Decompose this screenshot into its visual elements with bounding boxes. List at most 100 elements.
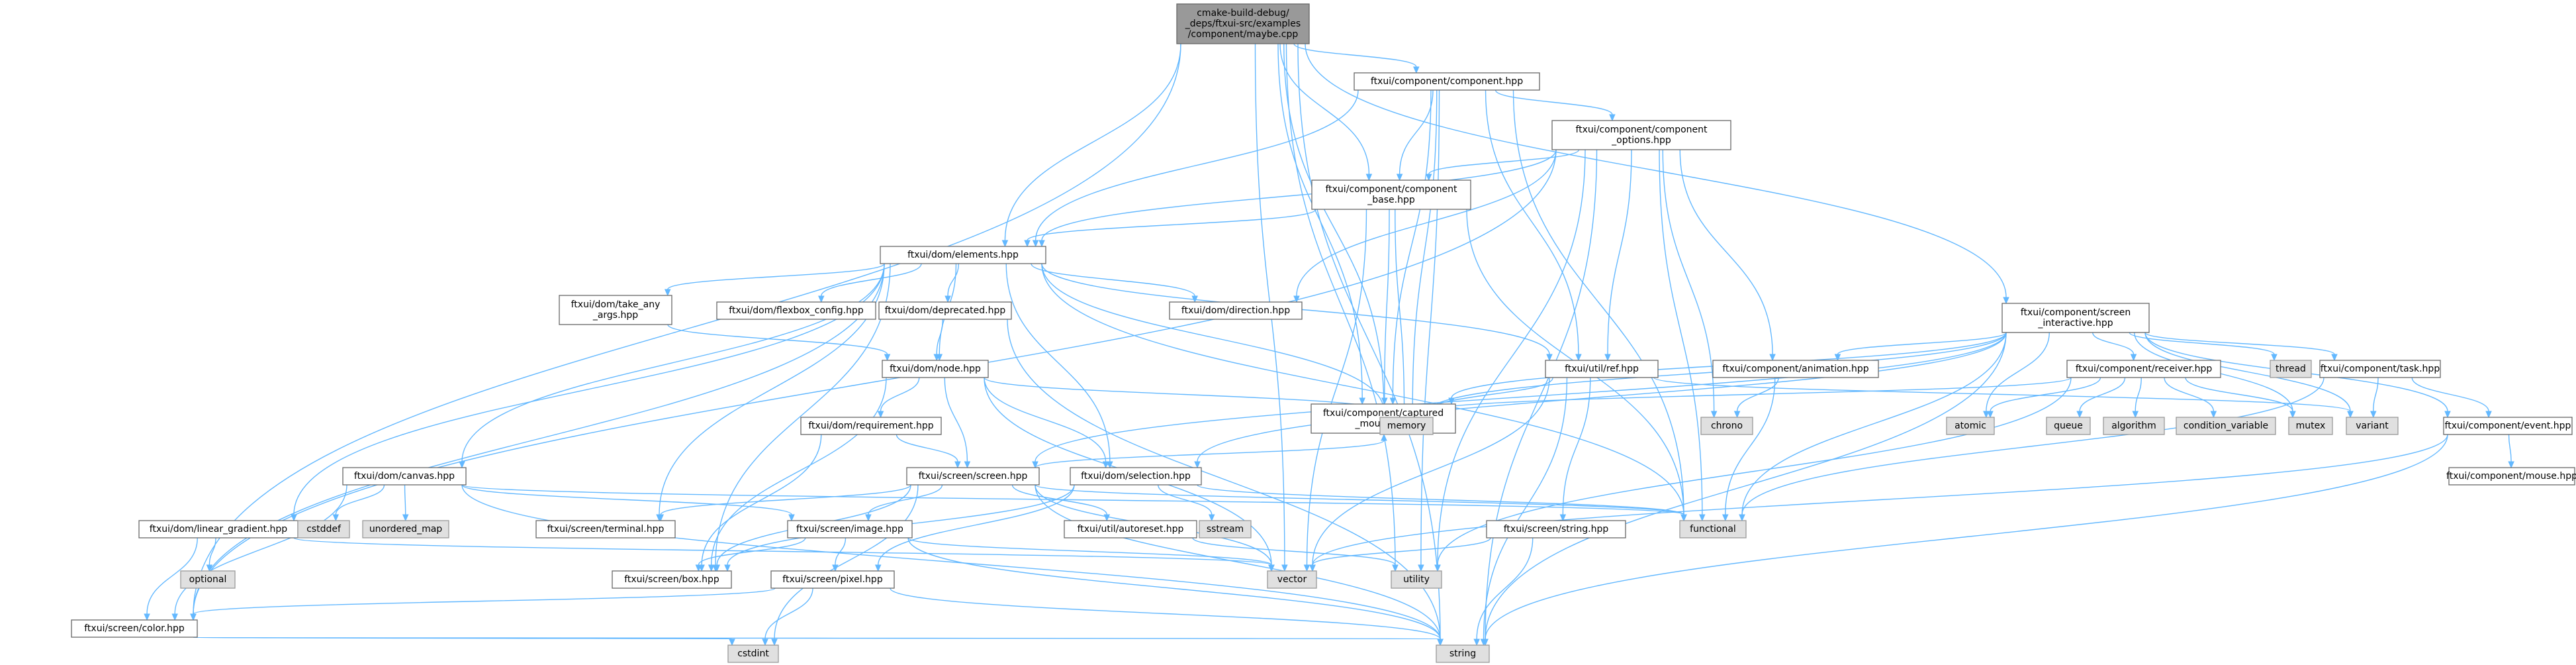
node-component[interactable]: ftxui/component/component.hpp <box>1354 72 1540 91</box>
node-screen[interactable]: ftxui/screen/screen.hpp <box>906 467 1040 486</box>
node-label: ftxui/dom/elements.hpp <box>907 250 1019 260</box>
node-memory: memory <box>1379 417 1434 435</box>
node-label: utility <box>1403 574 1430 585</box>
node-queue: queue <box>2046 417 2091 435</box>
edge-task-to-functional <box>1739 377 2324 522</box>
node-utility: utility <box>1391 570 1442 589</box>
edge-component-to-ref <box>1485 89 1582 362</box>
edge-root-to-elements <box>1001 43 1181 248</box>
edge-canvas-to-color <box>171 484 347 621</box>
node-selection[interactable]: ftxui/dom/selection.hpp <box>1070 467 1202 486</box>
edge-animation-to-chrono <box>1733 377 1779 419</box>
node-label: functional <box>1690 524 1736 535</box>
node-image[interactable]: ftxui/screen/image.hpp <box>787 520 913 538</box>
edge-screen_interactive-to-thread <box>2129 332 2277 362</box>
node-label: algorithm <box>2111 421 2156 431</box>
edge-image-to-string <box>907 537 1444 646</box>
node-ref[interactable]: ftxui/util/ref.hpp <box>1545 360 1659 378</box>
node-receiver[interactable]: ftxui/component/receiver.hpp <box>2066 360 2221 378</box>
edge-receiver-to-utility <box>1434 377 2072 572</box>
node-label: queue <box>2054 421 2083 431</box>
edge-component-to-elements <box>1032 89 1359 248</box>
node-root[interactable]: cmake-build-debug/_deps/ftxui-src/exampl… <box>1176 3 1310 44</box>
node-screen-interactive[interactable]: ftxui/component/screen_interactive.hpp <box>2001 303 2150 333</box>
edge-screen-to-memory <box>1035 433 1387 468</box>
edge-canvas-to-unordered_map <box>402 484 409 522</box>
node-canvas[interactable]: ftxui/dom/canvas.hpp <box>342 467 467 486</box>
node-component-base[interactable]: ftxui/component/component_base.hpp <box>1311 179 1471 210</box>
edge-elements-to-canvas <box>459 263 885 469</box>
node-mouse[interactable]: ftxui/component/mouse.hpp <box>2446 467 2576 486</box>
edge-component_options-to-string <box>1482 149 1598 646</box>
node-node[interactable]: ftxui/dom/node.hpp <box>882 360 989 378</box>
edge-component-to-captured_mouse <box>1389 89 1432 405</box>
node-animation[interactable]: ftxui/component/animation.hpp <box>1712 360 1879 378</box>
edge-event-to-string <box>1482 434 2448 646</box>
edge-event-to-vector <box>1309 434 2448 572</box>
node-label: cmake-build-debug/ <box>1197 8 1289 19</box>
node-task[interactable]: ftxui/component/task.hpp <box>2319 360 2441 378</box>
node-label: ftxui/component/animation.hpp <box>1722 364 1868 374</box>
node-component-options[interactable]: ftxui/component/component_options.hpp <box>1551 120 1731 150</box>
node-event[interactable]: ftxui/component/event.hpp <box>2443 417 2573 435</box>
node-label: thread <box>2276 364 2306 374</box>
edge-deprecated-to-node <box>933 319 943 362</box>
node-label: ftxui/dom/take_any <box>571 299 661 310</box>
edge-receiver-to-condition_variable <box>2164 377 2217 419</box>
node-label: ftxui/component/task.hpp <box>2321 364 2440 374</box>
node-functional: functional <box>1679 520 1747 538</box>
node-atomic: atomic <box>1946 417 1995 435</box>
edge-pixel-to-color <box>190 588 776 621</box>
node-color[interactable]: ftxui/screen/color.hpp <box>71 619 198 638</box>
node-direction[interactable]: ftxui/dom/direction.hpp <box>1169 301 1303 320</box>
node-label: unordered_map <box>369 524 442 535</box>
edge-animation-to-functional <box>1722 377 1776 522</box>
node-label: variant <box>2356 421 2389 431</box>
node-deprecated[interactable]: ftxui/dom/deprecated.hpp <box>878 301 1012 320</box>
edge-autoreset-to-utility <box>1192 537 1399 572</box>
edge-node-to-box <box>708 377 887 572</box>
node-chrono: chrono <box>1700 417 1753 435</box>
node-flexbox-config[interactable]: ftxui/dom/flexbox_config.hpp <box>716 301 876 320</box>
edge-screen_interactive-to-variant <box>2144 332 2354 419</box>
edge-component-to-memory <box>1409 89 1438 419</box>
node-requirement[interactable]: ftxui/dom/requirement.hpp <box>800 417 942 435</box>
node-linear-gradient[interactable]: ftxui/dom/linear_gradient.hpp <box>138 520 299 538</box>
edge-component_options-to-color <box>190 149 1557 621</box>
node-label: sstream <box>1207 524 1244 535</box>
node-label: _deps/ftxui-src/examples <box>1185 19 1301 29</box>
edge-selection-to-pixel <box>874 484 1075 572</box>
node-sstream: sstream <box>1199 520 1252 538</box>
node-cstddef: cstddef <box>297 520 350 538</box>
node-label: ftxui/screen/image.hpp <box>796 524 903 535</box>
edge-elements-to-take_any_args <box>664 263 885 297</box>
node-label: ftxui/screen/color.hpp <box>84 623 185 634</box>
node-algorithm: algorithm <box>2103 417 2165 435</box>
edge-linear_gradient-to-vector <box>293 537 1275 572</box>
node-pixel[interactable]: ftxui/screen/pixel.hpp <box>770 570 895 589</box>
edge-component_options-to-functional <box>1659 149 1706 522</box>
edge-component_base-to-elements <box>1024 209 1316 248</box>
edge-screen_interactive-to-receiver <box>2092 332 2137 362</box>
node-elements[interactable]: ftxui/dom/elements.hpp <box>880 246 1046 264</box>
edge-component_base-to-memory <box>1395 209 1408 419</box>
node-label: ftxui/screen/terminal.hpp <box>547 524 665 535</box>
edge-screen_interactive-to-string <box>1482 332 2007 646</box>
edge-component-to-functional <box>1512 89 1687 522</box>
edge-image-to-vector <box>907 537 1275 572</box>
edge-component_options-to-animation <box>1679 149 1776 362</box>
edge-root-to-component_base <box>1279 43 1373 181</box>
edge-selection-to-sstream <box>1158 484 1215 522</box>
node-label: ftxui/component/mouse.hpp <box>2446 471 2576 482</box>
edge-color-to-string <box>193 637 1444 646</box>
node-autoreset[interactable]: ftxui/util/autoreset.hpp <box>1064 520 1197 538</box>
edge-root-to-component <box>1293 43 1420 74</box>
node-terminal[interactable]: ftxui/screen/terminal.hpp <box>535 520 676 538</box>
node-string-hpp[interactable]: ftxui/screen/string.hpp <box>1486 520 1626 538</box>
node-label: ftxui/dom/selection.hpp <box>1081 471 1191 482</box>
edge-root-to-screen_interactive <box>1305 43 2009 305</box>
edge-root-to-memory <box>1283 43 1387 419</box>
edge-component-to-component_base <box>1396 89 1434 181</box>
node-take-any-args[interactable]: ftxui/dom/take_any_args.hpp <box>559 295 672 325</box>
node-box[interactable]: ftxui/screen/box.hpp <box>612 570 732 589</box>
